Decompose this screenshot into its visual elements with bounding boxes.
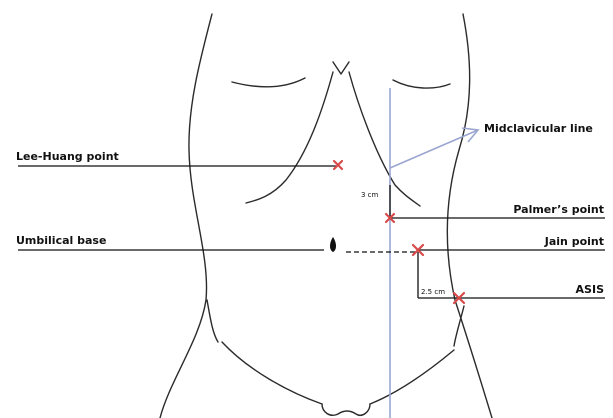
palmers-label: Palmer’s point [513, 204, 604, 215]
lee-huang-label: Lee-Huang point [16, 151, 119, 162]
umbilical-base-label: Umbilical base [16, 235, 106, 246]
torso-outline [160, 14, 492, 418]
markers [334, 161, 464, 303]
right-costal-margin [349, 72, 420, 206]
left-pectoral [232, 78, 305, 87]
midclavicular-label: Midclavicular line [484, 123, 593, 134]
left-costal-margin [246, 72, 333, 203]
right-inguinal-fold [370, 350, 454, 404]
left-hip-mark [207, 300, 218, 342]
asis-label: ASIS [576, 284, 604, 295]
left-body-contour [160, 14, 212, 418]
midclavicular-arrow-shaft [390, 130, 478, 168]
asis-offset-label: 2.5 cm [421, 289, 445, 296]
lee-huang-marker [334, 161, 342, 169]
palmer-offset-label: 3 cm [361, 192, 378, 199]
right-body-contour [447, 14, 492, 418]
right-pectoral [393, 80, 450, 88]
leader-lines [18, 166, 605, 298]
sternum-notch [333, 62, 349, 74]
umbilicus [330, 237, 336, 252]
jain-label: Jain point [545, 236, 604, 247]
left-inguinal-fold [222, 342, 322, 404]
groin [322, 404, 370, 415]
